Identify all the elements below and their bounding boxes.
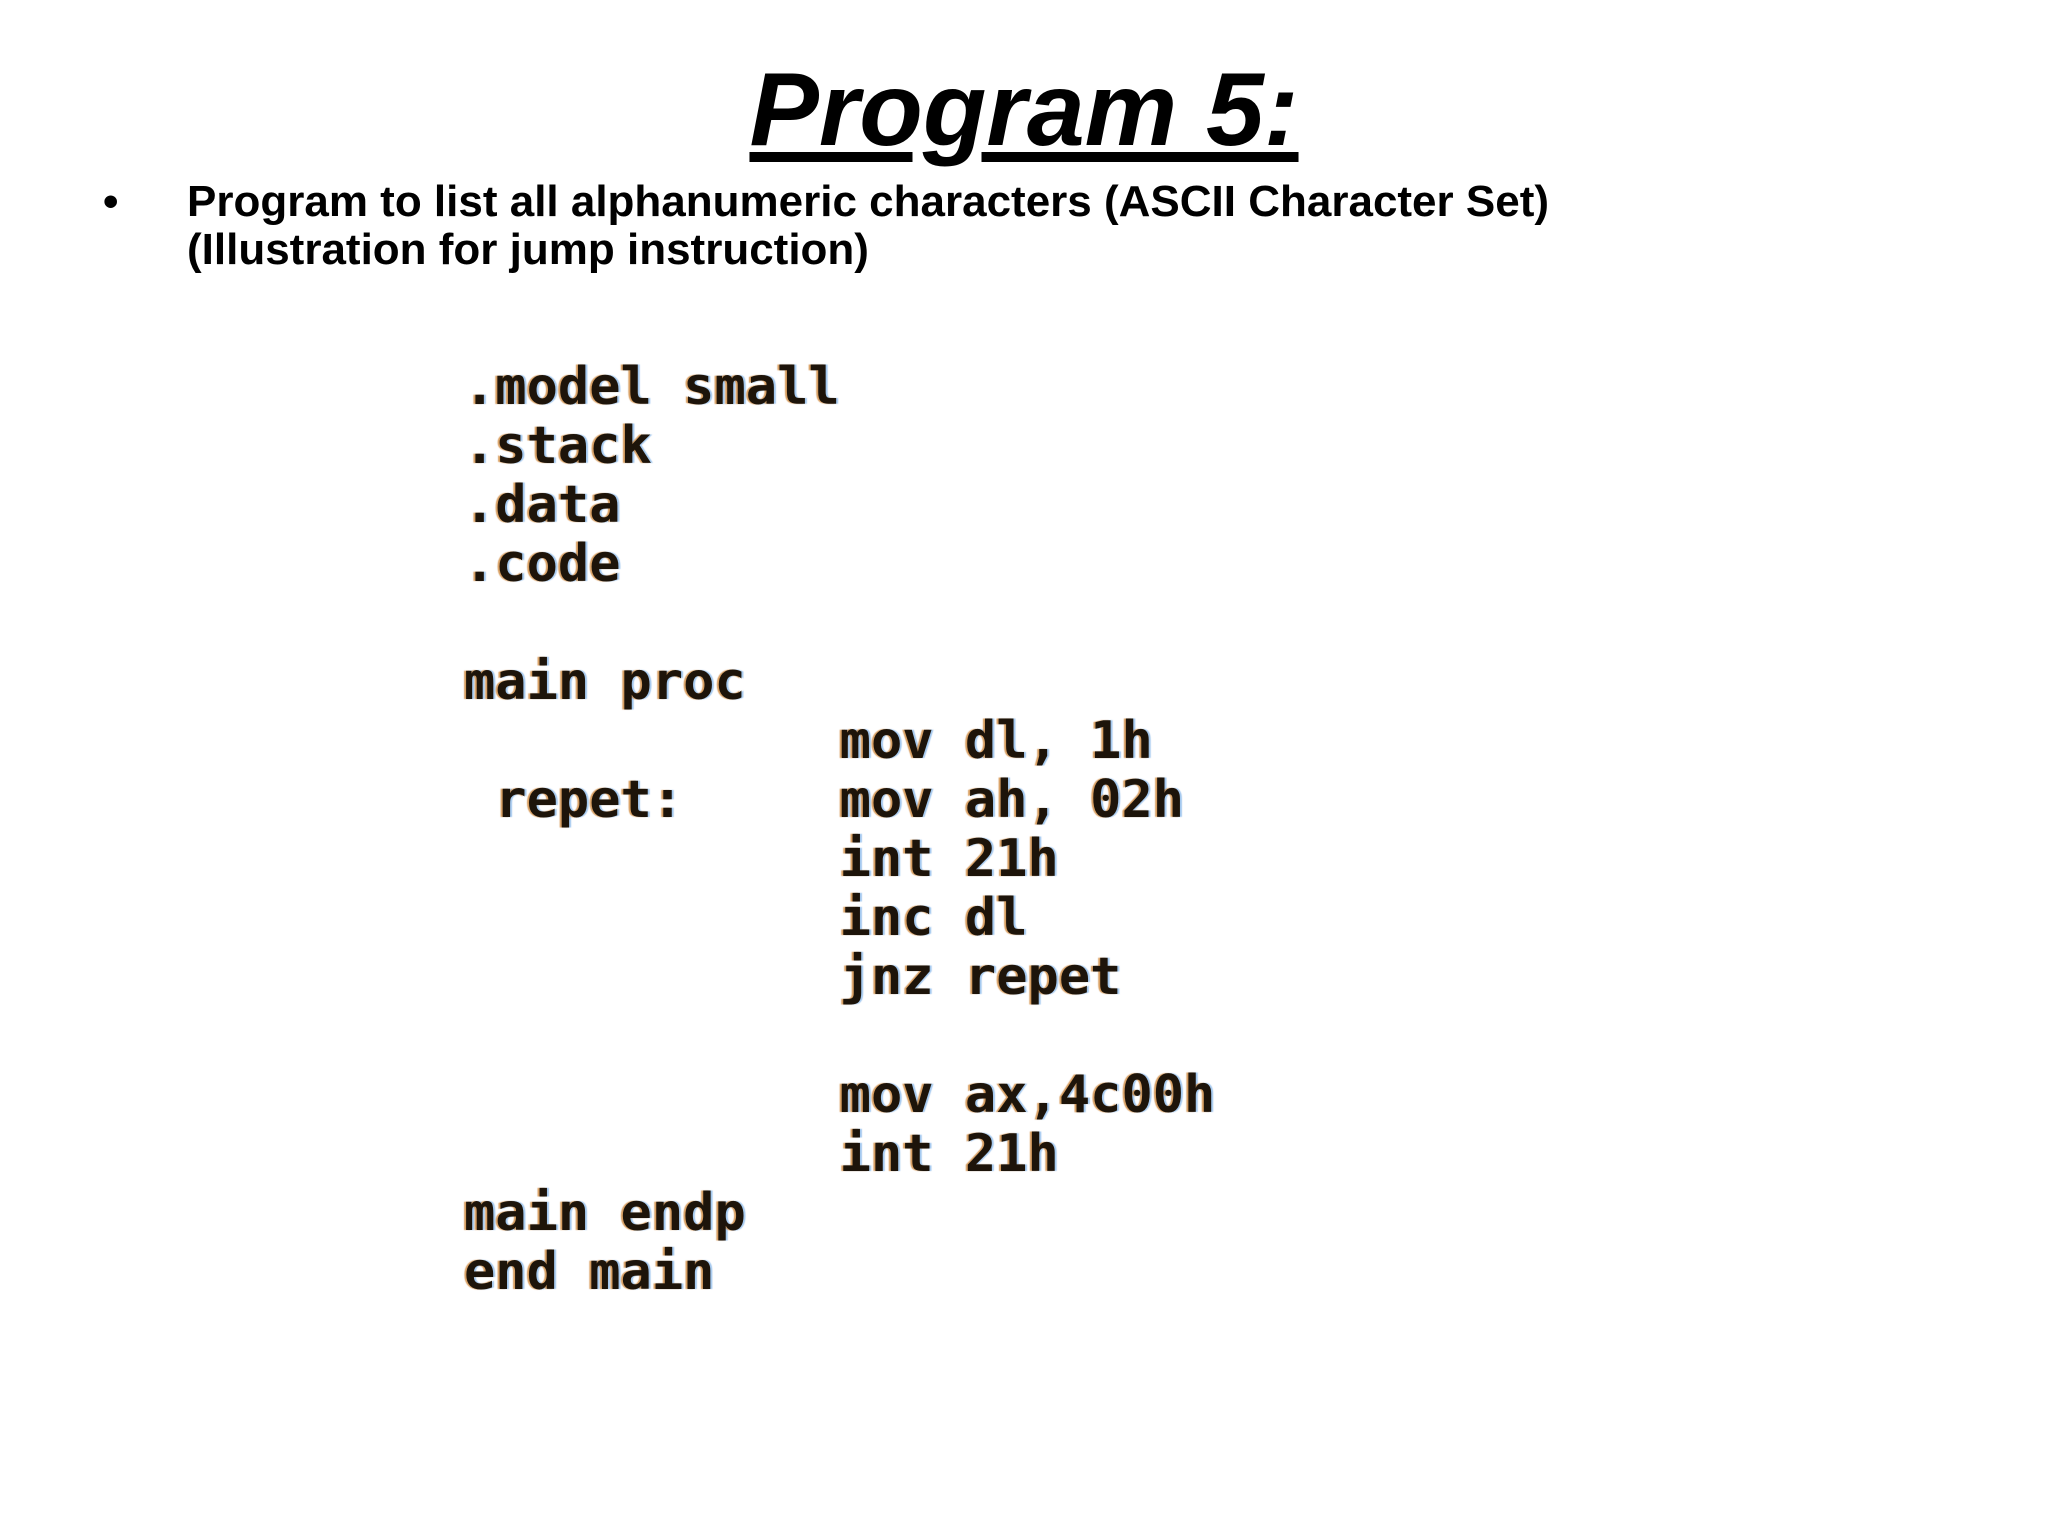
page-title: Program 5: — [0, 53, 2048, 167]
bullet-marker: • — [103, 177, 119, 226]
bullet-text-line2: (Illustration for jump instruction) — [187, 225, 869, 274]
assembly-code-block: .model small .stack .data .code main pro… — [464, 357, 1216, 1302]
page-title-text: Program 5: — [749, 52, 1299, 168]
bullet-text-line1: Program to list all alphanumeric charact… — [187, 177, 1550, 226]
bullet-text: Program to list all alphanumeric charact… — [187, 178, 1549, 274]
bullet-item: • Program to list all alphanumeric chara… — [103, 178, 1549, 274]
